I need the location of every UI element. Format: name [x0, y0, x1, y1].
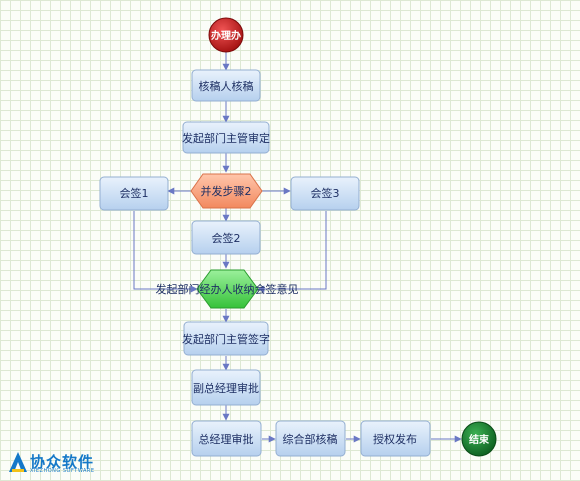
step-label: 核稿人核稿	[199, 79, 254, 93]
step-gm-approve[interactable]: 总经理审批	[191, 420, 262, 457]
step-label: 会签3	[311, 186, 340, 200]
company-logo: 协众软件 XIEZHONG SOFTWARE	[8, 451, 118, 475]
step-dept-head-sign[interactable]: 发起部门主管签字	[182, 321, 270, 356]
logo-icon	[9, 452, 27, 472]
start-label: 办理办	[211, 29, 241, 42]
step-countersign-1[interactable]: 会签1	[99, 176, 169, 211]
step-general-dept-review[interactable]: 综合部核稿	[275, 420, 346, 457]
logo-text: 协众软件	[30, 453, 95, 471]
merge-step-node[interactable]: 发起部门经办人收纳会签意见	[156, 269, 299, 309]
step-countersign-2[interactable]: 会签2	[191, 220, 261, 255]
connectors	[133, 52, 462, 443]
end-label: 结束	[469, 433, 490, 446]
step-label: 副总经理审批	[193, 381, 259, 395]
step-authorize-publish[interactable]: 授权发布	[360, 420, 431, 457]
start-node[interactable]: 办理办	[208, 17, 244, 53]
parallel-step-node[interactable]: 并发步骤2	[190, 173, 263, 209]
step-label: 发起部门主管签字	[182, 332, 270, 346]
connector	[257, 211, 327, 293]
connector	[133, 211, 198, 293]
step-label: 会签2	[212, 231, 241, 245]
step-vice-gm-approve[interactable]: 副总经理审批	[191, 369, 261, 406]
step-countersign-3[interactable]: 会签3	[290, 176, 360, 211]
merge-label: 发起部门经办人收纳会签意见	[156, 282, 299, 296]
step-label: 发起部门主管审定	[182, 131, 270, 145]
end-node[interactable]: 结束	[461, 421, 497, 457]
step-label: 会签1	[120, 186, 149, 200]
step-label: 授权发布	[373, 432, 417, 446]
parallel-label: 并发步骤2	[201, 184, 252, 198]
step-reviewer-draft[interactable]: 核稿人核稿	[191, 69, 261, 102]
step-label: 总经理审批	[199, 432, 254, 446]
step-label: 综合部核稿	[283, 432, 338, 446]
logo-subtext: XIEZHONG SOFTWARE	[30, 468, 95, 474]
step-dept-head-approve[interactable]: 发起部门主管审定	[182, 121, 270, 154]
